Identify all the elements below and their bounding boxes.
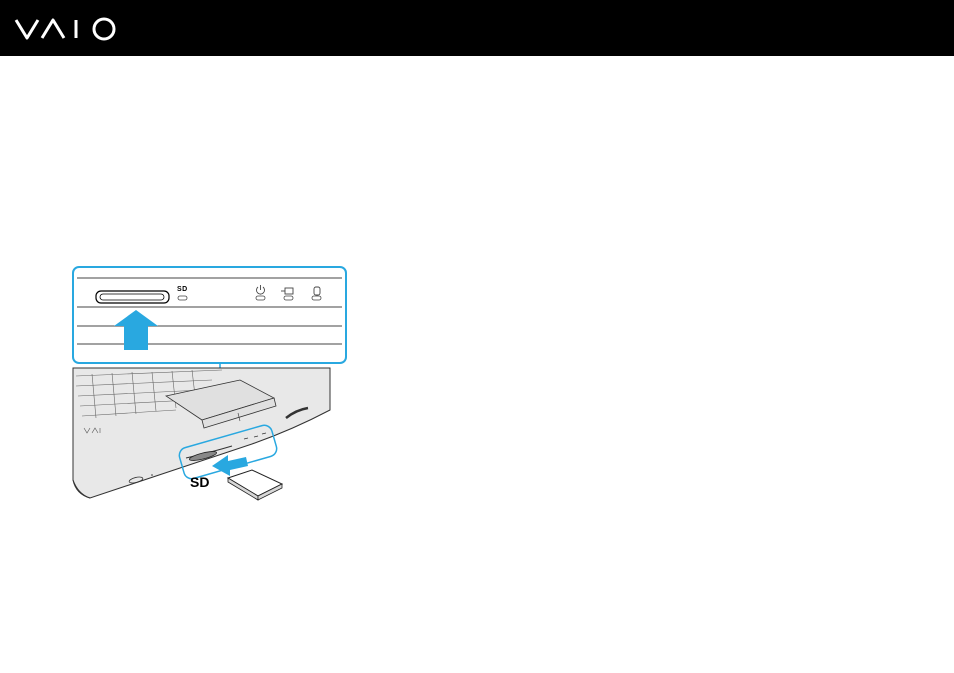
sd-callout-label: SD [190, 474, 209, 490]
sd-slot-illustration [62, 258, 362, 508]
sd-slot-label: SD [177, 286, 188, 293]
sd-card-icon [228, 470, 282, 500]
header-bar [0, 0, 954, 56]
front-panel-zoom [73, 267, 346, 363]
vaio-logo [14, 14, 122, 44]
